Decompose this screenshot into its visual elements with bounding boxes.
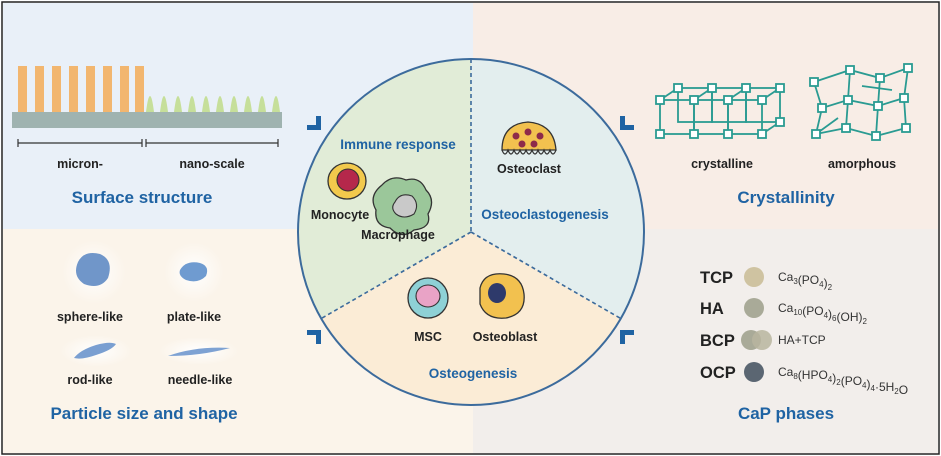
formula-part: (PO — [798, 273, 819, 287]
formula-part: (HPO — [798, 368, 828, 382]
phase-formula-bcp: HA+TCP — [778, 333, 826, 347]
particle-panel — [60, 240, 239, 367]
formula-part: Ca — [778, 301, 794, 315]
formula-part: ) — [867, 377, 871, 391]
rod-like-label: rod-like — [67, 373, 112, 387]
formula-subscript: 4 — [824, 311, 829, 320]
formula-subscript: 10 — [793, 308, 802, 317]
rod-like-particle — [74, 342, 116, 359]
formula-part: (PO — [802, 304, 823, 318]
msc-cell — [407, 277, 449, 319]
macrophage-cell — [372, 177, 433, 236]
amorphous-network — [809, 63, 913, 141]
formula-part: ) — [824, 276, 828, 290]
immune-response-title: Immune response — [340, 137, 456, 152]
phase-formula-ocp: Ca8(HPO4)2(PO4)4·5H2O — [778, 365, 908, 397]
scale-brackets — [17, 139, 279, 147]
osteoclast-cell — [501, 121, 557, 155]
monocyte-label: Monocyte — [311, 208, 369, 222]
formula-part: O — [899, 383, 908, 397]
needle-like-label: needle-like — [168, 373, 233, 387]
micron-pillars — [18, 66, 144, 112]
osteogenesis-sector — [321, 232, 621, 405]
macrophage-label: Macrophage — [361, 228, 435, 242]
formula-subscript: 4 — [828, 375, 833, 384]
phase-formula-tcp: Ca3(PO4)2 — [778, 270, 833, 292]
crystalline-label: crystalline — [691, 157, 753, 171]
formula-part: Ca — [778, 270, 794, 284]
nano-spikes — [146, 96, 280, 112]
sphere-like-particle — [76, 253, 110, 286]
phase-formula-ha: Ca10(PO4)6(OH)2 — [778, 301, 868, 326]
formula-part: (PO — [841, 374, 862, 388]
osteoblast-label: Osteoblast — [473, 330, 538, 344]
micron-label: micron- — [57, 157, 103, 171]
cap-phases-panel: TCP Ca3(PO4)2 HA Ca10(PO4)6(OH)2 BCP HA+… — [700, 267, 908, 397]
phase-abbr-tcp: TCP — [700, 269, 733, 287]
crystallinity-title: Crystallinity — [737, 188, 835, 207]
formula-subscript: 4 — [819, 280, 824, 289]
formula-part: ) — [832, 371, 836, 385]
formula-part: HA+TCP — [778, 333, 826, 347]
formula-subscript: 2 — [836, 378, 841, 387]
phase-abbr-ocp: OCP — [700, 364, 736, 382]
formula-subscript: 6 — [832, 314, 837, 323]
formula-subscript: 2 — [828, 283, 833, 292]
osteogenesis-title: Osteogenesis — [429, 366, 518, 381]
surface-structure-title: Surface structure — [72, 188, 213, 207]
sphere-like-label: sphere-like — [57, 310, 123, 324]
arrow-top-right — [620, 116, 634, 130]
cap-phases-title: CaP phases — [738, 404, 834, 423]
formula-part: ·5H — [875, 380, 894, 394]
phase-dot-tcp — [744, 267, 764, 287]
nano-scale-label: nano-scale — [179, 157, 244, 171]
phase-abbr-ha: HA — [700, 300, 724, 318]
arrow-bottom-left — [307, 330, 321, 344]
formula-subscript: 2 — [863, 317, 868, 326]
formula-subscript: 8 — [793, 372, 798, 381]
corner-arrows — [307, 116, 634, 344]
monocyte-cell — [327, 162, 367, 200]
msc-label: MSC — [414, 330, 442, 344]
phase-dot-ha — [744, 298, 764, 318]
plate-like-particle — [179, 262, 208, 282]
osteoclastogenesis-title: Osteoclastogenesis — [481, 207, 609, 222]
plate-like-label: plate-like — [167, 310, 221, 324]
arrow-top-left — [307, 116, 321, 130]
amorphous-label: amorphous — [828, 157, 896, 171]
formula-subscript: 2 — [894, 387, 899, 396]
particle-title: Particle size and shape — [50, 404, 237, 423]
crystallinity-panel — [655, 63, 913, 141]
surface-structure-panel: micron- nano-scale Surface structure — [12, 66, 282, 207]
needle-like-particle — [168, 347, 230, 356]
center-circle-outline — [297, 58, 645, 406]
formula-part: Ca — [778, 365, 794, 379]
formula-subscript: 4 — [871, 384, 876, 393]
phase-abbr-bcp: BCP — [700, 332, 735, 350]
substrate — [12, 112, 282, 128]
crystalline-lattice — [655, 83, 785, 139]
formula-subscript: 4 — [862, 381, 867, 390]
formula-part: ) — [828, 307, 832, 321]
osteoclast-label: Osteoclast — [497, 162, 562, 176]
arrow-bottom-right — [620, 330, 634, 344]
formula-part: (OH) — [837, 310, 863, 324]
formula-subscript: 3 — [793, 277, 798, 286]
phase-dot-bcp-b — [752, 330, 772, 350]
phase-dot-ocp — [744, 362, 764, 382]
osteoclastogenesis-sector — [471, 59, 644, 319]
osteoblast-cell — [479, 273, 525, 319]
center-circle: Immune response Monocyte Macrophage Oste… — [297, 58, 645, 406]
